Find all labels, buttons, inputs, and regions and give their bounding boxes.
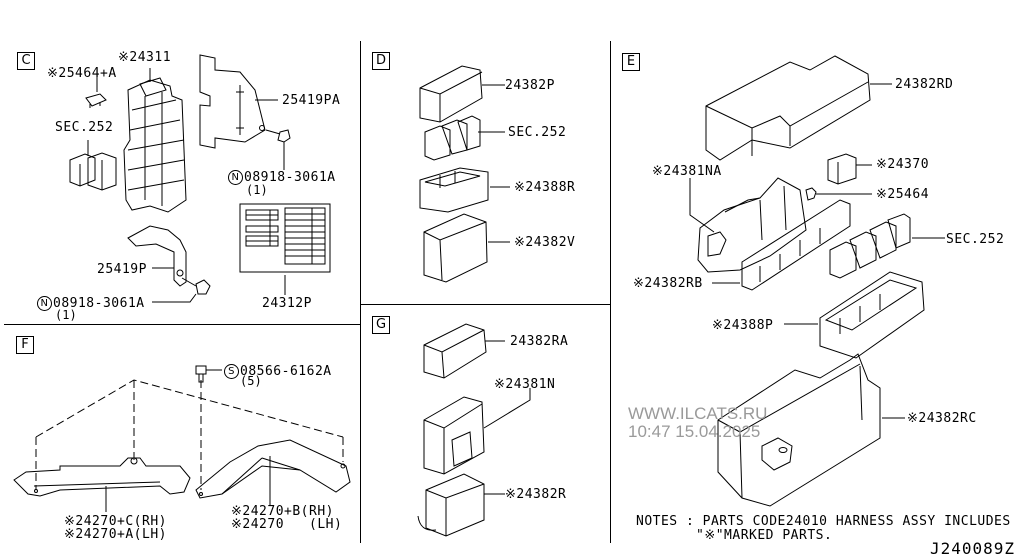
divider-c-f xyxy=(4,324,360,325)
part-label-25464[interactable]: ※25464 xyxy=(876,187,930,202)
watermark-site: WWW.ILCATS.RU xyxy=(628,404,768,423)
bracket-25419pa-drawing xyxy=(199,54,291,170)
relay-sec252-c-drawing xyxy=(69,140,117,191)
section-f-marker: F xyxy=(16,336,34,354)
connector-24382rb-drawing xyxy=(712,199,851,291)
part-label-24270-c-rh[interactable]: ※24270+C(RH) xyxy=(64,514,167,529)
protector-left-drawing xyxy=(13,457,191,512)
block-24381na-drawing xyxy=(689,177,807,273)
protector-right-drawing xyxy=(195,439,351,506)
part-label-sec-252-d[interactable]: SEC.252 xyxy=(508,125,567,140)
section-e-marker: E xyxy=(622,53,640,71)
section-c-marker: C xyxy=(17,52,35,70)
nut-qty-upper: (1) xyxy=(246,183,268,197)
part-label-24382v[interactable]: ※24382V xyxy=(514,235,576,250)
block-24381n-drawing xyxy=(423,388,531,475)
part-label-24270-b-rh[interactable]: ※24270+B(RH) xyxy=(231,504,334,519)
section-g-marker: G xyxy=(372,316,390,334)
screw-symbol-icon: S xyxy=(224,364,239,379)
part-label-25464-a[interactable]: ※25464+A xyxy=(47,66,117,81)
label-24312p-drawing xyxy=(239,203,331,295)
cover-24382ra-drawing xyxy=(423,323,505,379)
nut-symbol-icon: N xyxy=(228,170,243,185)
part-label-24388p[interactable]: ※24388P xyxy=(712,318,774,333)
divider-d-g xyxy=(360,304,610,305)
divider-c-d xyxy=(360,41,361,543)
part-label-25419pa[interactable]: 25419PA xyxy=(282,93,341,108)
screw-drawing xyxy=(195,365,222,383)
diagram-code: J240089Z xyxy=(930,539,1016,558)
part-label-24370[interactable]: ※24370 xyxy=(876,157,930,172)
section-d-marker: D xyxy=(372,52,390,70)
part-label-24381n[interactable]: ※24381N xyxy=(494,377,556,392)
part-label-24311[interactable]: ※24311 xyxy=(118,50,172,65)
bracket-25419p-drawing xyxy=(127,225,211,303)
fuse-25464-drawing xyxy=(805,187,872,201)
part-label-sec-252-e[interactable]: SEC.252 xyxy=(946,232,1005,247)
fuse-block-24311-drawing xyxy=(123,68,187,213)
part-label-24381na[interactable]: ※24381NA xyxy=(652,164,722,179)
block-24388r-drawing xyxy=(419,167,510,213)
notes-line-1: NOTES : PARTS CODE24010 HARNESS ASSY INC… xyxy=(636,514,1011,529)
case-24382rc-drawing xyxy=(717,353,905,507)
notes-line-2: "※"MARKED PARTS. xyxy=(696,528,833,543)
block-24382v-drawing xyxy=(423,213,510,283)
part-label-24382ra[interactable]: 24382RA xyxy=(510,334,569,349)
nut-symbol-icon: N xyxy=(37,296,52,311)
cover-24382p-drawing xyxy=(419,65,505,123)
watermark-timestamp: 10:47 15.04.2025 xyxy=(628,422,761,441)
part-label-25419p[interactable]: 25419P xyxy=(97,262,147,277)
nut-code-lower: 08918-3061A xyxy=(53,296,145,311)
block-24388p-drawing xyxy=(784,271,925,359)
fuse-25464a-drawing xyxy=(85,76,107,108)
divider-d-e xyxy=(610,41,611,543)
nut-code-upper: 08918-3061A xyxy=(244,170,336,185)
part-label-24382rd[interactable]: 24382RD xyxy=(895,77,954,92)
relay-24382r-drawing xyxy=(417,473,505,537)
part-label-24382rb[interactable]: ※24382RB xyxy=(633,276,703,291)
nut-qty-lower: (1) xyxy=(55,308,77,322)
cover-24382rd-drawing xyxy=(705,55,892,161)
relays-sec252-d-drawing xyxy=(424,115,505,161)
part-label-24382p[interactable]: 24382P xyxy=(505,78,555,93)
part-label-24388r[interactable]: ※24388R xyxy=(514,180,576,195)
part-label-24312p[interactable]: 24312P xyxy=(262,296,312,311)
part-label-24382r[interactable]: ※24382R xyxy=(505,487,567,502)
relays-sec252-e-drawing xyxy=(829,213,945,279)
part-label-sec-252-c[interactable]: SEC.252 xyxy=(55,120,114,135)
part-label-24270-a-lh[interactable]: ※24270+A(LH) xyxy=(64,527,167,542)
part-label-24270-lh[interactable]: ※24270 (LH) xyxy=(231,517,343,532)
part-label-24382rc[interactable]: ※24382RC xyxy=(907,411,977,426)
screw-qty: (5) xyxy=(240,374,262,388)
relay-24370-drawing xyxy=(827,153,872,185)
protector-dashed-guides xyxy=(35,379,344,490)
screw-code: 08566-6162A xyxy=(240,364,332,379)
